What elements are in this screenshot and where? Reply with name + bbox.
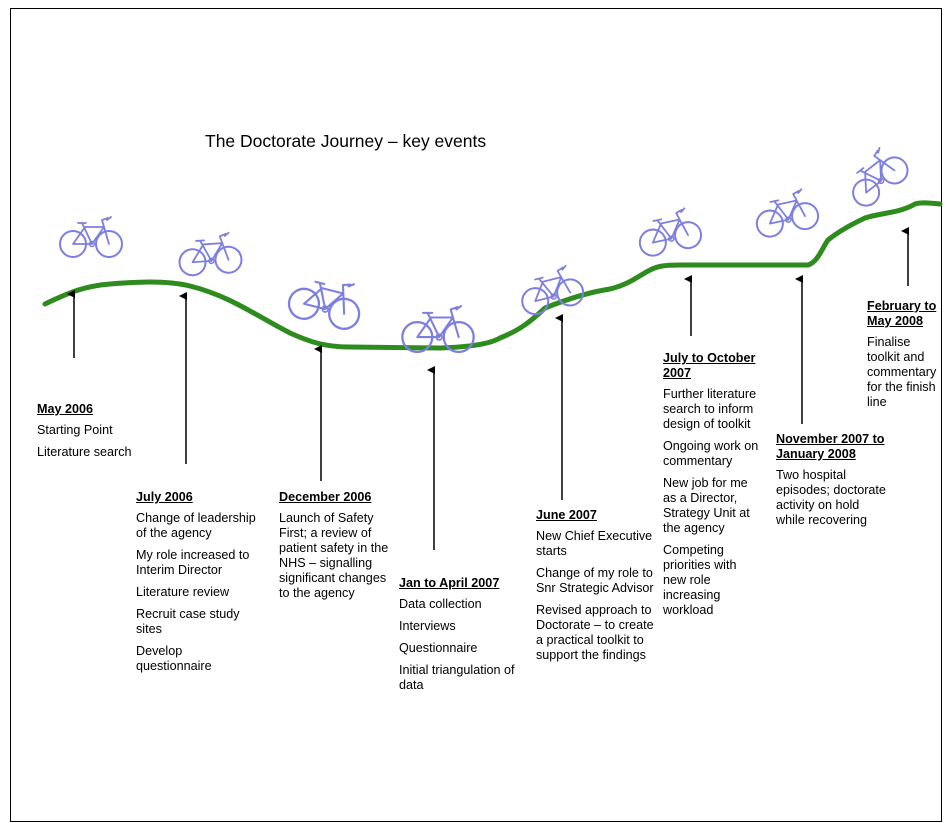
event-item: Interviews [399, 619, 456, 633]
bicycle-icon [750, 185, 822, 241]
journey-road-line [42, 200, 943, 351]
event-item: Recruit case study sites [136, 607, 240, 636]
event-november-2007-january-2008: November 2007 to January 2008 Two hospit… [776, 432, 886, 528]
event-heading: December 2006 [279, 490, 372, 504]
event-item: My role increased to Interim Director [136, 548, 250, 577]
event-heading: July 2006 [136, 490, 193, 504]
event-item: Change of leadership of the agency [136, 511, 256, 540]
event-heading: May 2006 [37, 402, 94, 416]
event-item: Develop questionnaire [136, 644, 212, 673]
event-item: New job for me as a Director, Strategy U… [663, 476, 750, 535]
bicycle-icon [176, 230, 244, 278]
event-december-2006: December 2006 Launch of Safety First; a … [279, 490, 399, 601]
event-item: Competing priorities with new role incre… [663, 543, 737, 617]
event-item: Literature review [136, 585, 230, 599]
event-heading: Jan to April 2007 [399, 576, 500, 590]
bicycle-icon [515, 262, 587, 318]
event-heading: February to May 2008 [867, 299, 937, 328]
event-item: Revised approach to Doctorate – to creat… [536, 603, 654, 662]
diagram-frame [10, 8, 942, 822]
bicycle-icon [59, 216, 123, 258]
event-july-2006: July 2006 Change of leadership of the ag… [136, 490, 256, 674]
event-heading: July to October 2007 [663, 351, 756, 380]
event-heading: November 2007 to January 2008 [776, 432, 885, 461]
diagram-title: The Doctorate Journey – key events [205, 131, 487, 151]
event-item: Data collection [399, 597, 482, 611]
event-item: Starting Point [37, 423, 113, 437]
event-item: Finalise toolkit and commentary for the … [867, 335, 937, 409]
event-item: Questionnaire [399, 641, 478, 655]
event-item: Change of my role to Snr Strategic Advis… [536, 566, 654, 595]
event-item: Two hospital episodes; doctorate activit… [776, 468, 886, 527]
event-item: Ongoing work on commentary [663, 439, 759, 468]
event-item: Literature search [37, 445, 132, 459]
event-item: Launch of Safety First; a review of pati… [279, 511, 389, 600]
event-item: Initial triangulation of data [399, 663, 515, 692]
event-june-2007: June 2007 New Chief Executive starts Cha… [536, 508, 656, 663]
bicycle-icon [284, 268, 368, 334]
event-heading: June 2007 [536, 508, 597, 522]
event-february-may-2008: February to May 2008 Finalise toolkit an… [867, 299, 942, 410]
event-may-2006: May 2006 Starting Point Literature searc… [37, 402, 162, 460]
event-item: Further literature search to inform desi… [663, 387, 757, 431]
event-july-october-2007: July to October 2007 Further literature … [663, 351, 763, 618]
event-item: New Chief Executive starts [536, 529, 653, 558]
event-jan-april-2007: Jan to April 2007 Data collection Interv… [399, 576, 524, 693]
bicycle-icon [838, 140, 914, 212]
bicycle-icon [633, 204, 705, 260]
